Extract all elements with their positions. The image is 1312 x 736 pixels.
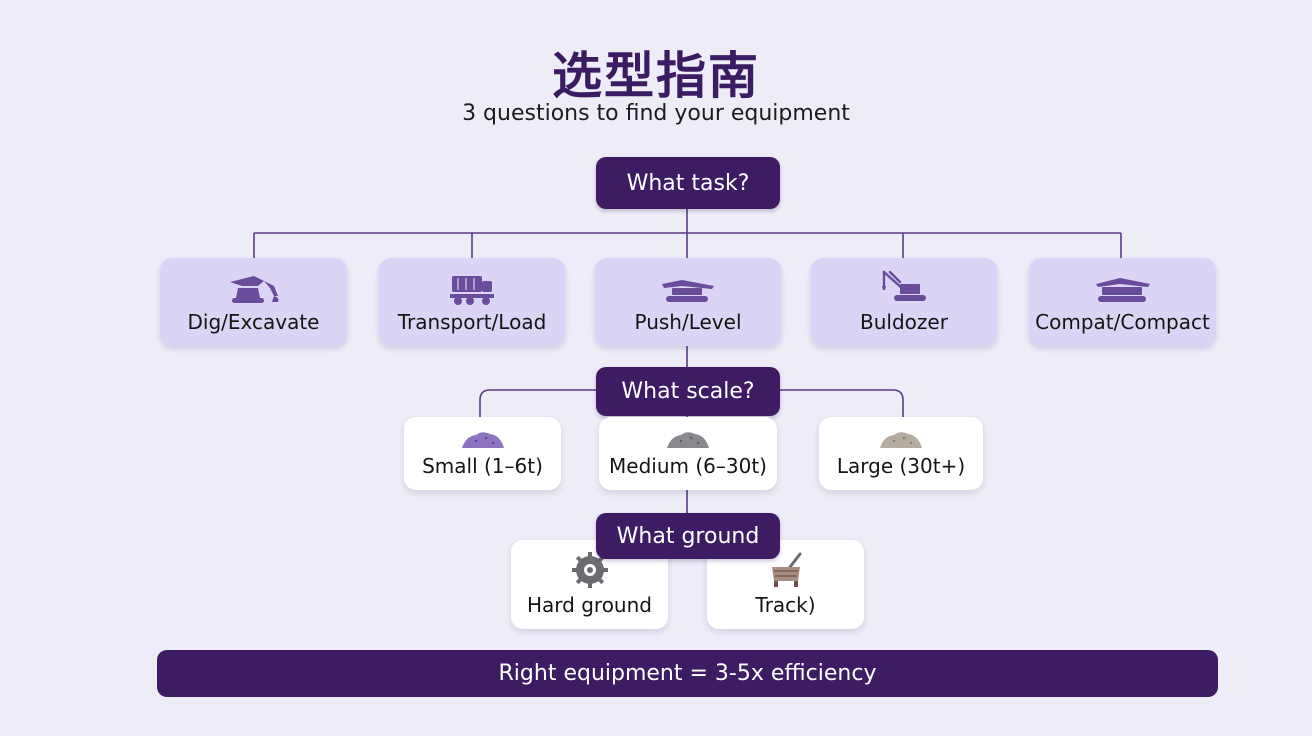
gear-wheel-icon [571, 552, 608, 588]
question-ground-label: What ground [616, 523, 760, 549]
task-option-compact[interactable]: Compat/Compact [1029, 258, 1216, 346]
task-option-bulldozer[interactable]: Buldozer [811, 258, 997, 346]
summary-banner: Right equipment = 3-5x efficiency [157, 650, 1218, 697]
page-title: 选型指南 [552, 47, 760, 105]
task-option-label: Transport/Load [397, 310, 547, 334]
scale-option-small[interactable]: Small (1–6t) [404, 417, 561, 490]
scale-option-label: Large (30t+) [836, 454, 966, 478]
dump-truck-icon [450, 276, 494, 305]
task-option-label: Push/Level [634, 310, 742, 334]
scale-option-large[interactable]: Large (30t+) [819, 417, 983, 490]
scale-option-medium[interactable]: Medium (6–30t) [599, 417, 777, 490]
page-subtitle: 3 questions to find your equipment [462, 101, 850, 126]
compactor-icon [1095, 278, 1150, 302]
excavator-icon [229, 276, 278, 303]
task-option-dig[interactable]: Dig/Excavate [160, 258, 347, 346]
crane-icon [882, 270, 926, 301]
question-scale-label: What scale? [621, 379, 755, 404]
task-option-label: Dig/Excavate [187, 310, 320, 334]
dirt-pile-icon [880, 432, 922, 448]
scale-option-label: Small (1–6t) [422, 454, 543, 478]
summary-banner-text: Right equipment = 3-5x efficiency [498, 661, 877, 686]
task-option-label: Buldozer [860, 310, 948, 334]
ground-option-label: Track) [755, 593, 816, 617]
task-option-push[interactable]: Push/Level [595, 258, 781, 346]
shovel-pile-icon [771, 552, 801, 587]
task-option-label: Compat/Compact [1035, 310, 1210, 334]
dirt-pile-icon [461, 432, 504, 448]
question-task-label: What task? [626, 170, 750, 196]
ground-option-label: Hard ground [527, 593, 652, 617]
dirt-pile-icon [667, 432, 709, 448]
grader-icon [662, 280, 714, 302]
question-scale: What scale? [596, 367, 780, 416]
question-ground: What ground [596, 513, 780, 559]
scale-option-label: Medium (6–30t) [609, 454, 767, 478]
task-option-transport[interactable]: Transport/Load [379, 258, 565, 346]
question-task: What task? [596, 157, 780, 209]
